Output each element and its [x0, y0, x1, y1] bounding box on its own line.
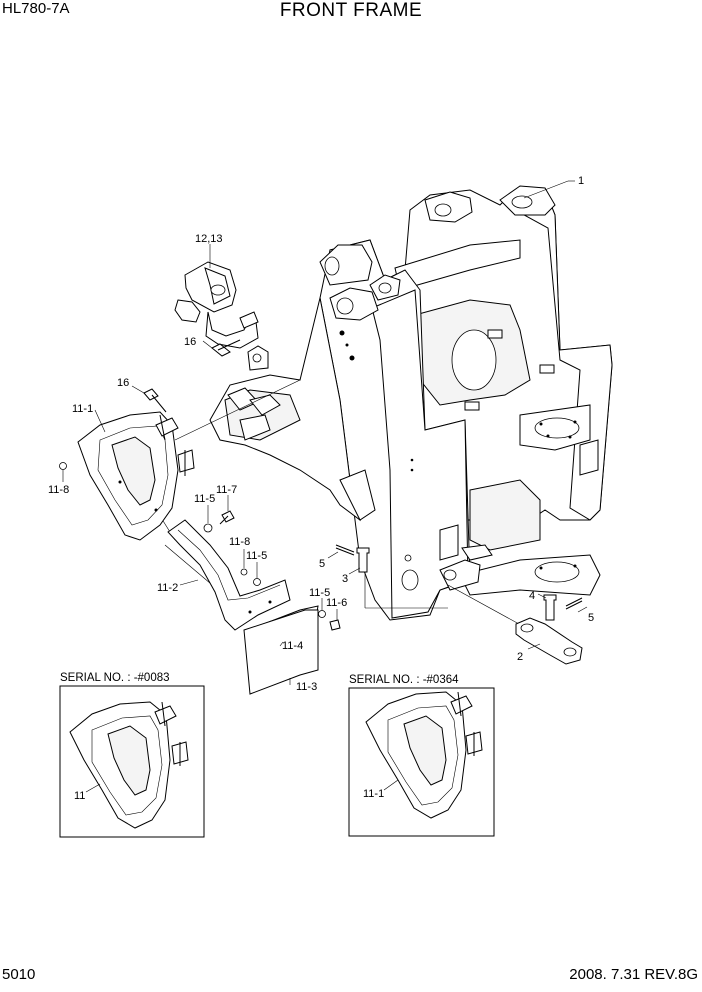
fender-bracket-11-2 — [167, 519, 291, 631]
link-2 — [515, 617, 583, 665]
callout-16-lower: 16 — [117, 377, 129, 389]
callout-2: 2 — [517, 651, 523, 663]
nut-11-8-left — [59, 462, 67, 470]
cotter-pin-5-left — [335, 544, 355, 556]
callout-1: 1 — [578, 175, 584, 187]
bolt-11-7 — [219, 510, 235, 525]
callout-11-8-left: 11-8 — [48, 484, 69, 496]
callout-11-5-lower: 11-5 — [309, 587, 330, 599]
bolt-16-lower — [143, 388, 167, 413]
callout-4: 4 — [529, 590, 535, 602]
callout-11-8-right: 11-8 — [229, 536, 250, 548]
washer-11-5-middle — [253, 578, 261, 586]
pin-4 — [543, 594, 557, 621]
callout-11-5-middle: 11-5 — [246, 550, 267, 562]
cotter-pin-5-right — [565, 597, 583, 610]
washer-11-5-upper — [203, 523, 213, 533]
bolt-16-upper — [211, 339, 241, 357]
inset-serial-0364: SERIAL NO. : -#0364 11-1 — [348, 674, 495, 837]
front-frame-assembly — [209, 185, 613, 621]
callout-11-4: 11-4 — [282, 640, 303, 652]
callout-11-2: 11-2 — [157, 582, 178, 594]
inset-serial-0083: SERIAL NO. : -#0083 11 — [59, 672, 205, 838]
mud-flap-11-3 — [243, 609, 319, 695]
callout-11-7: 11-7 — [216, 484, 237, 496]
callout-3: 3 — [342, 573, 348, 585]
washer-11-5-lower — [318, 610, 326, 618]
callout-11-1-inset: 11-1 — [363, 788, 384, 800]
fender-11-1-inset — [365, 691, 483, 819]
callout-5-right: 5 — [588, 612, 594, 624]
fender-11-inset — [69, 701, 189, 829]
callout-11-6: 11-6 — [326, 597, 347, 609]
page-number: 5010 — [2, 966, 36, 983]
nut-11-8-right — [240, 568, 248, 576]
inset-left-serial: SERIAL NO. : -#0083 — [60, 672, 170, 684]
step-bracket-12-13 — [174, 261, 259, 349]
model-number: HL780-7A — [2, 0, 70, 17]
revision-date: 2008. 7.31 REV.8G — [569, 966, 698, 983]
fender-11-1 — [77, 411, 195, 541]
callout-16-upper: 16 — [184, 336, 196, 348]
callout-11-3: 11-3 — [296, 681, 317, 693]
callout-11: 11 — [74, 790, 85, 802]
page-title: FRONT FRAME — [279, 0, 423, 21]
callout-labels: 1 12,13 16 16 11-1 11-8 11-5 11-7 11-8 1… — [48, 175, 594, 693]
callout-11-5-upper: 11-5 — [194, 493, 215, 505]
inset-right-serial: SERIAL NO. : -#0364 — [349, 674, 459, 686]
callout-12-13: 12,13 — [195, 233, 223, 245]
callout-11-1: 11-1 — [72, 403, 93, 415]
pin-3 — [356, 547, 370, 573]
bolt-11-6 — [329, 619, 341, 631]
callout-5-left: 5 — [319, 558, 325, 570]
